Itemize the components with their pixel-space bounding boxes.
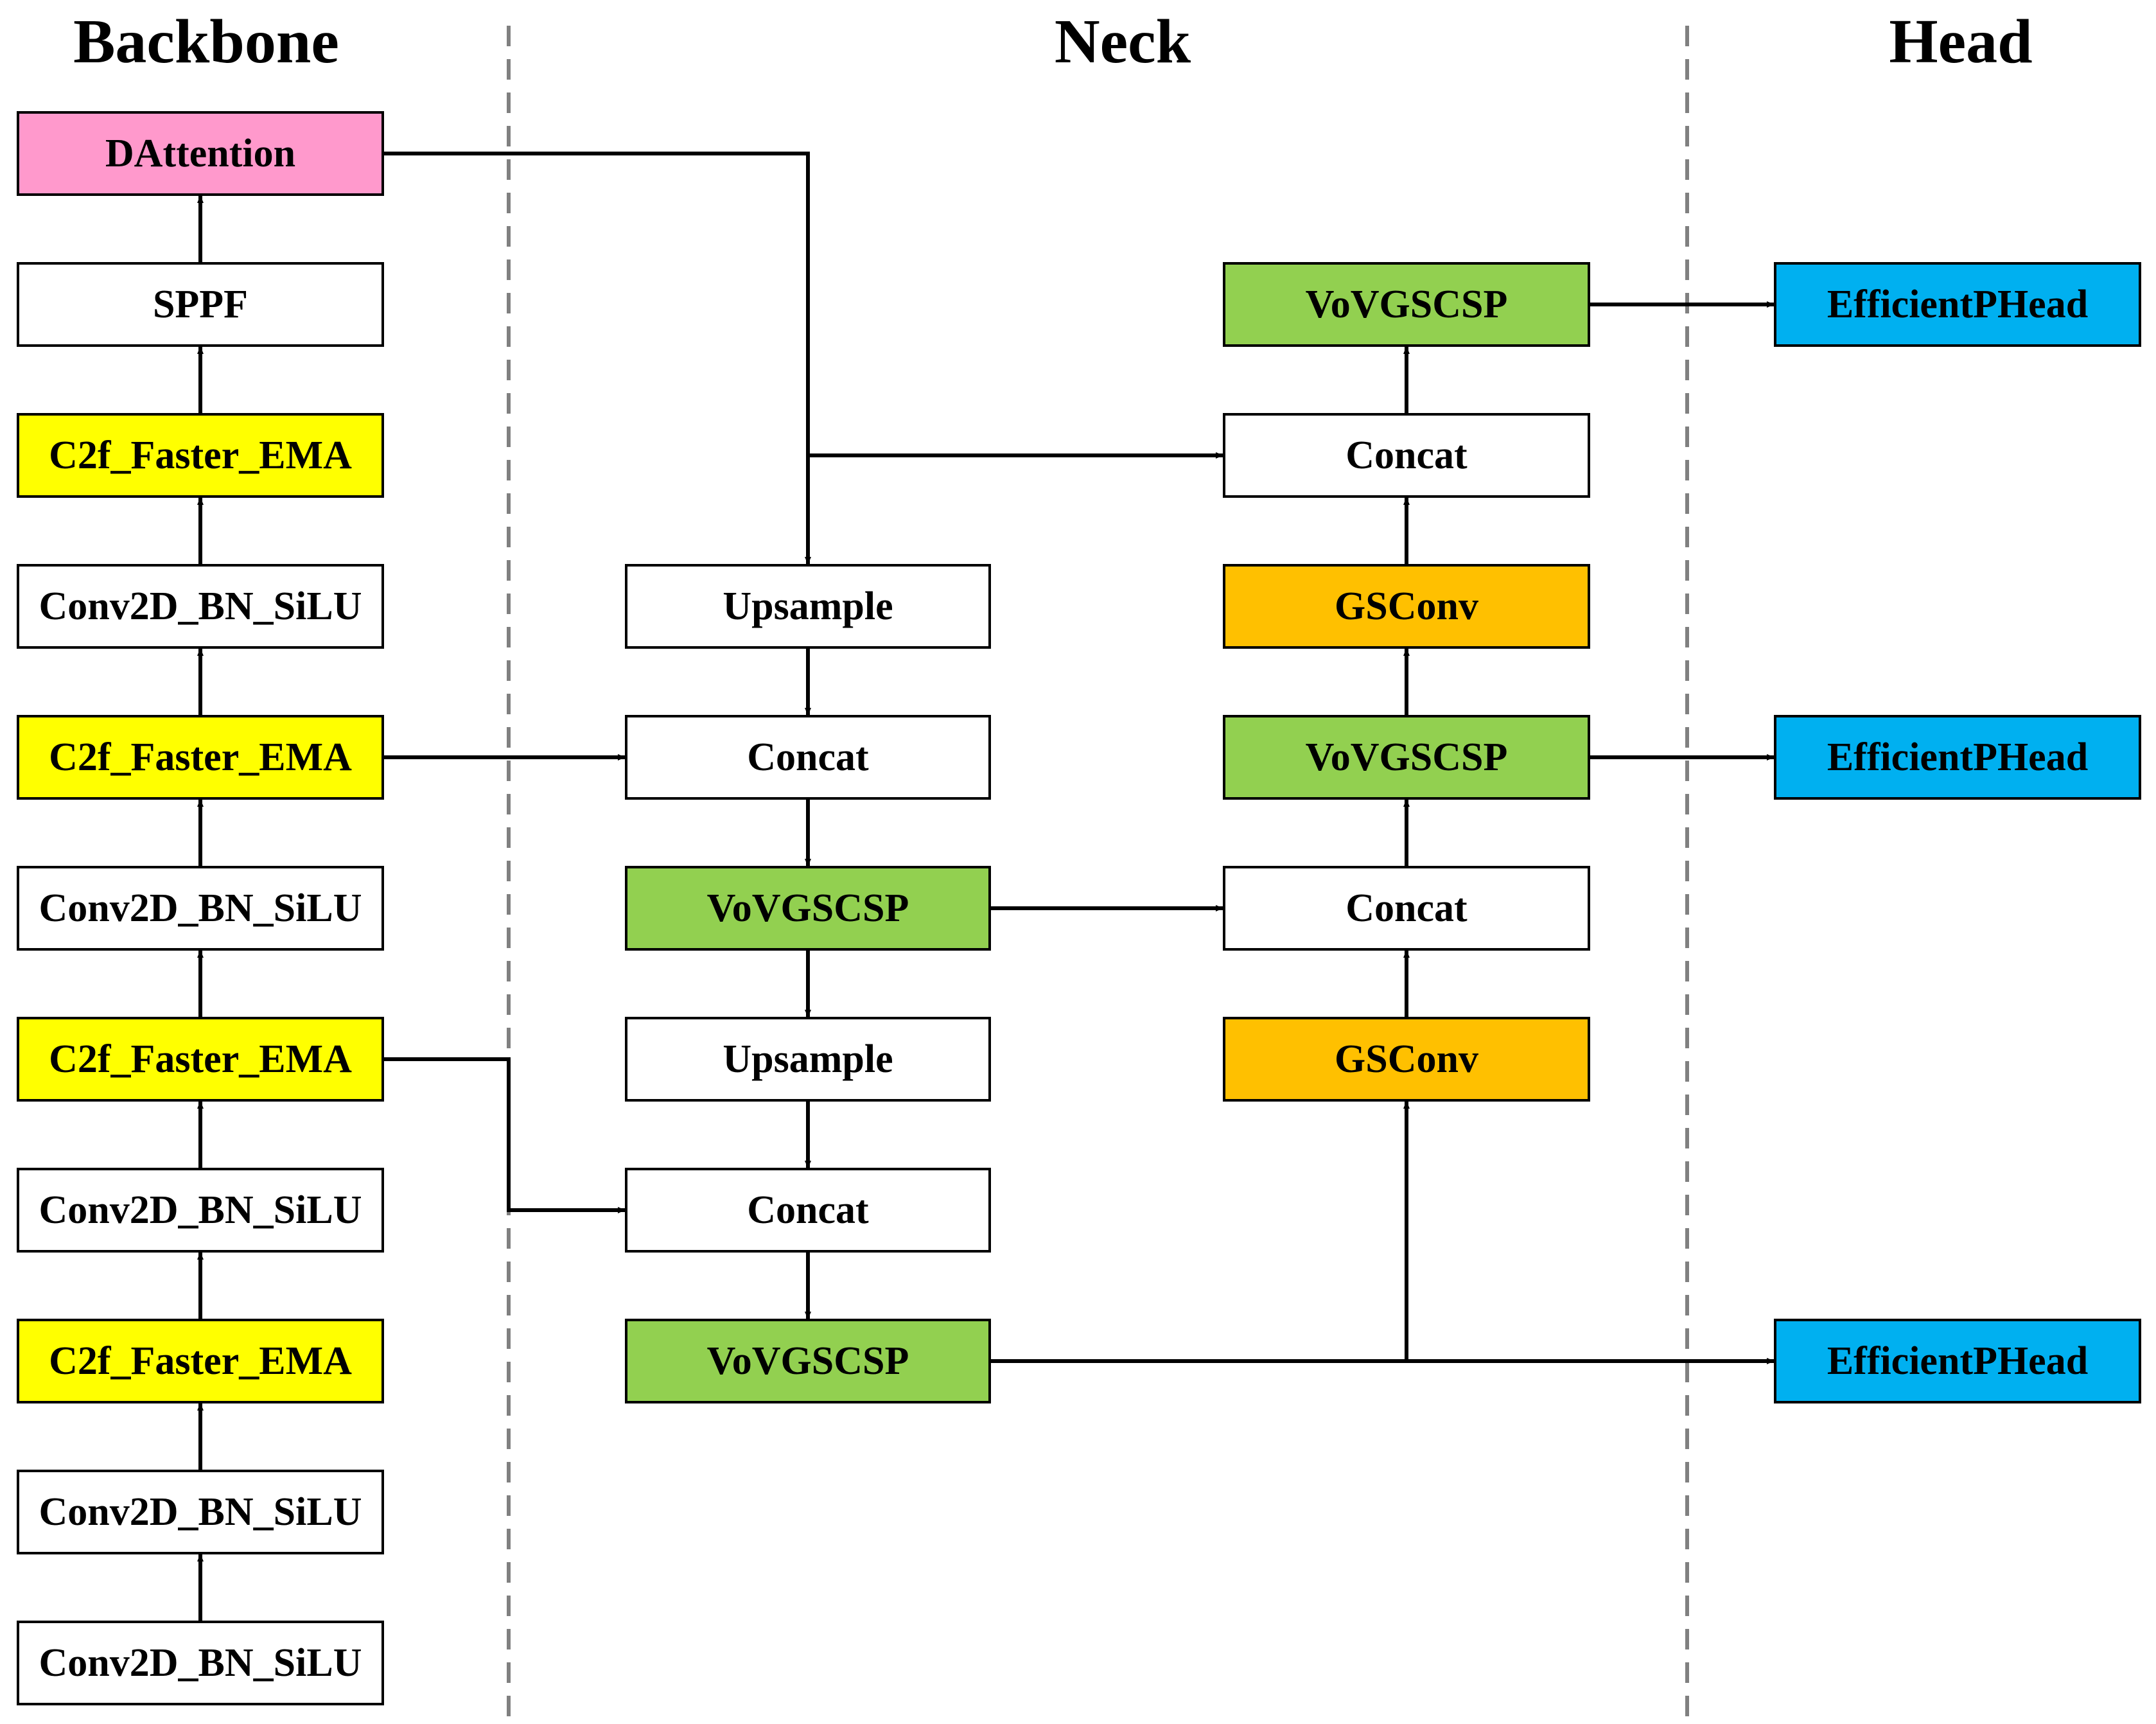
box-label: GSConv <box>1335 1037 1478 1081</box>
box-label: Concat <box>1345 434 1468 477</box>
box-label: C2f_Faster_EMA <box>49 735 352 779</box>
box-upsample-2: Upsample <box>625 1017 991 1102</box>
box-label: DAttention <box>105 132 295 175</box>
box-c2f-faster-ema-3: C2f_Faster_EMA <box>17 1017 384 1102</box>
box-vovgscsp-top: VoVGSCSP <box>1223 262 1590 347</box>
box-label: EfficientPHead <box>1827 735 2088 779</box>
box-label: Upsample <box>723 1037 893 1081</box>
box-conv2d-bn-silu-4: Conv2D_BN_SiLU <box>17 1470 384 1554</box>
box-sppf: SPPF <box>17 262 384 347</box>
box-label: VoVGSCSP <box>1306 283 1508 326</box>
box-concat-2: Concat <box>625 1168 991 1253</box>
arrow-c2f3-to-concat2 <box>383 1057 626 1213</box>
box-label: VoVGSCSP <box>1306 735 1508 779</box>
box-label: Conv2D_BN_SiLU <box>39 1641 362 1685</box>
box-label: Conv2D_BN_SiLU <box>39 1188 362 1232</box>
box-conv2d-bn-silu-5: Conv2D_BN_SiLU <box>17 1621 384 1705</box>
section-title-head: Head <box>1889 7 2032 76</box>
box-label: Conv2D_BN_SiLU <box>39 1490 362 1534</box>
section-title-neck: Neck <box>1055 7 1191 76</box>
box-concat-1: Concat <box>625 715 991 800</box>
box-label: C2f_Faster_EMA <box>49 1037 352 1081</box>
box-label: EfficientPHead <box>1827 1339 2088 1383</box>
box-label: VoVGSCSP <box>707 1339 909 1383</box>
box-vovgscsp-2: VoVGSCSP <box>625 1319 991 1403</box>
box-c2f-faster-ema-1: C2f_Faster_EMA <box>17 413 384 498</box>
box-c2f-faster-ema-2: C2f_Faster_EMA <box>17 715 384 800</box>
box-efficientphead-3: EfficientPHead <box>1774 1319 2141 1403</box>
box-vovgscsp-1: VoVGSCSP <box>625 866 991 951</box>
box-conv2d-bn-silu-3: Conv2D_BN_SiLU <box>17 1168 384 1253</box>
box-label: Concat <box>1345 886 1468 930</box>
box-label: Concat <box>747 1188 869 1232</box>
box-label: C2f_Faster_EMA <box>49 1339 352 1383</box>
box-label: Upsample <box>723 585 893 628</box>
box-conv2d-bn-silu-1: Conv2D_BN_SiLU <box>17 564 384 649</box>
box-label: C2f_Faster_EMA <box>49 434 352 477</box>
box-vovgscsp-mid: VoVGSCSP <box>1223 715 1590 800</box>
box-label: EfficientPHead <box>1827 283 2088 326</box>
box-efficientphead-1: EfficientPHead <box>1774 262 2141 347</box>
box-gsconv-top: GSConv <box>1223 564 1590 649</box>
box-concat-top: Concat <box>1223 413 1590 498</box>
box-upsample-1: Upsample <box>625 564 991 649</box>
connectors <box>197 152 1775 1622</box>
box-gsconv-mid: GSConv <box>1223 1017 1590 1102</box>
box-label: VoVGSCSP <box>707 886 909 930</box>
box-c2f-faster-ema-4: C2f_Faster_EMA <box>17 1319 384 1403</box>
arrow-dattention-to-upsample1 <box>383 152 811 565</box>
box-label: Concat <box>747 735 869 779</box>
box-label: SPPF <box>153 283 248 326</box>
box-label: Conv2D_BN_SiLU <box>39 886 362 930</box>
box-conv2d-bn-silu-2: Conv2D_BN_SiLU <box>17 866 384 951</box>
box-label: Conv2D_BN_SiLU <box>39 585 362 628</box>
box-concat-mid: Concat <box>1223 866 1590 951</box>
section-title-backbone: Backbone <box>73 7 339 76</box>
box-dattention: DAttention <box>17 111 384 196</box>
box-efficientphead-2: EfficientPHead <box>1774 715 2141 800</box>
box-label: GSConv <box>1335 585 1478 628</box>
